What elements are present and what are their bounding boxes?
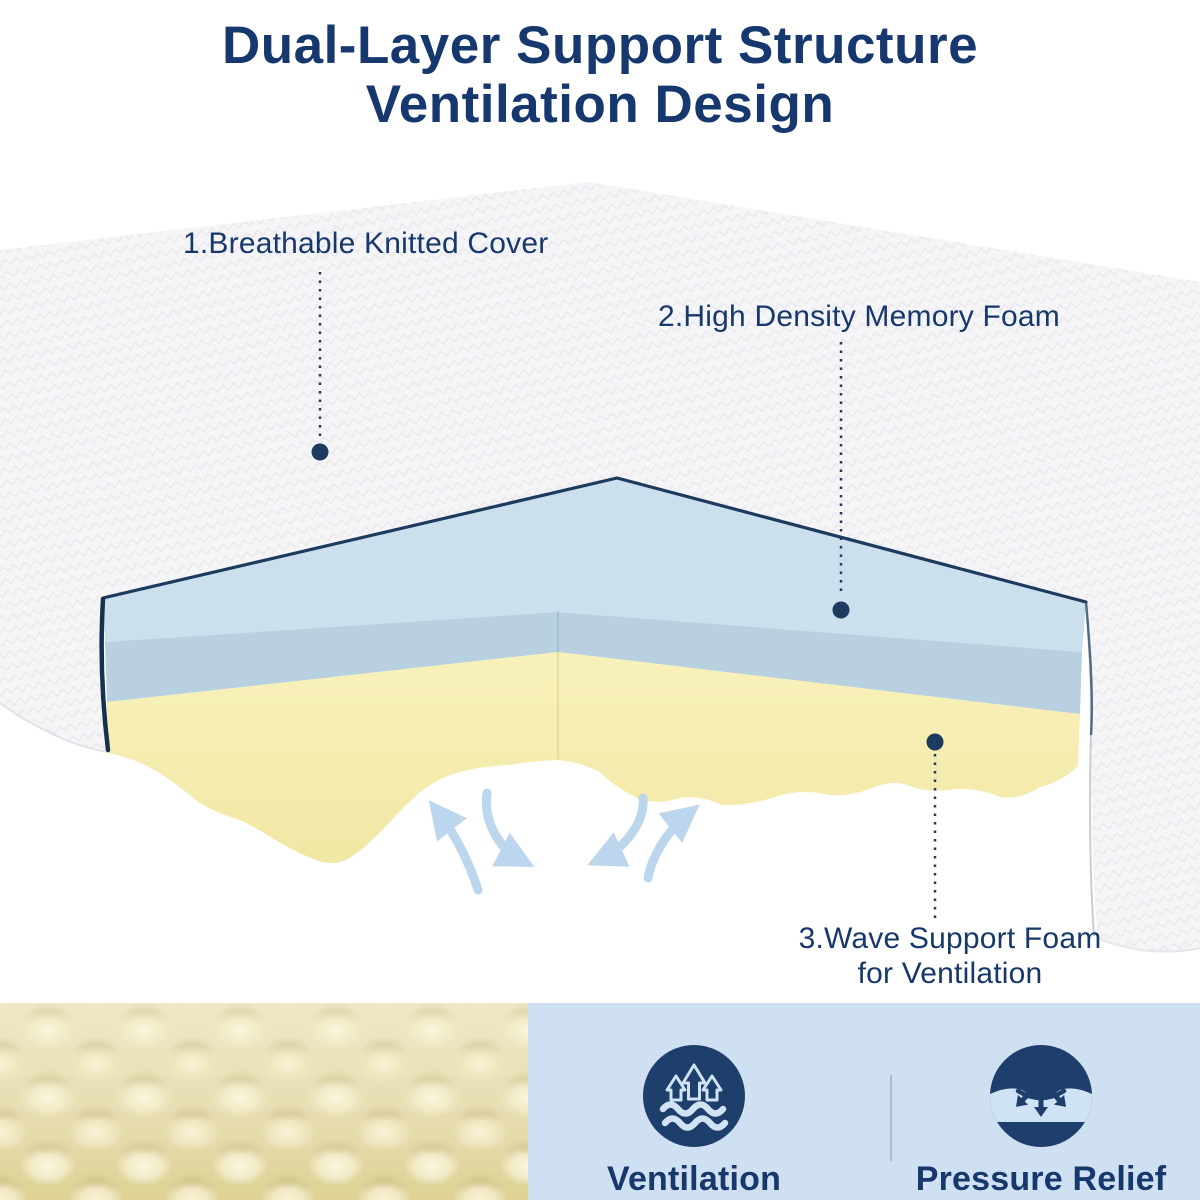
callout-breathable-cover: 1.Breathable Knitted Cover	[183, 227, 549, 260]
feature-pressure-relief-label: Pressure Relief	[915, 1160, 1167, 1198]
callout-memory-foam: 2.High Density Memory Foam	[658, 300, 1060, 333]
page-title-line2: Ventilation Design	[365, 75, 835, 135]
pressure-relief-icon	[990, 1045, 1092, 1147]
callout-wave-foam-line1: 3.Wave Support Foam	[798, 922, 1102, 955]
cover-cut-edge-right	[1084, 601, 1094, 736]
leader-dot-cover	[311, 443, 329, 461]
mattress-cutaway-illustration	[0, 182, 1200, 953]
leader-dot-wave-foam	[926, 733, 944, 751]
leader-dot-memory-foam	[832, 601, 850, 619]
ventilation-icon	[643, 1045, 745, 1147]
page-title: Dual-Layer Support Structure Ventilation…	[0, 16, 1200, 135]
callout-wave-foam: 3.Wave Support Foam for Ventilation	[790, 922, 1110, 991]
page-title-line1: Dual-Layer Support Structure	[221, 16, 979, 75]
airflow-arrow-up-left-icon	[428, 800, 483, 895]
wave-foam-closeup-photo	[0, 1003, 528, 1200]
airflow-arrows	[428, 788, 700, 895]
wave-foam-layer	[107, 652, 1080, 863]
feature-pressure-relief: Pressure Relief	[911, 1043, 1171, 1199]
callout-wave-foam-line2: for Ventilation	[857, 956, 1043, 990]
knitted-cover-layer	[0, 182, 1200, 953]
feature-ventilation-label: Ventilation	[606, 1160, 782, 1198]
cover-cut-edge-left	[99, 596, 111, 753]
feature-ventilation: Ventilation	[564, 1043, 824, 1199]
airflow-arrow-down-left-icon	[587, 793, 648, 867]
airflow-arrow-down-right-icon	[481, 788, 535, 868]
bottom-strip: Ventilation	[0, 1003, 1200, 1200]
airflow-arrow-up-right-icon	[643, 804, 700, 883]
memory-foam-outline	[101, 476, 1088, 604]
callout-leaders	[311, 272, 944, 924]
features-panel: Ventilation	[528, 1003, 1200, 1200]
feature-divider	[890, 1075, 892, 1161]
